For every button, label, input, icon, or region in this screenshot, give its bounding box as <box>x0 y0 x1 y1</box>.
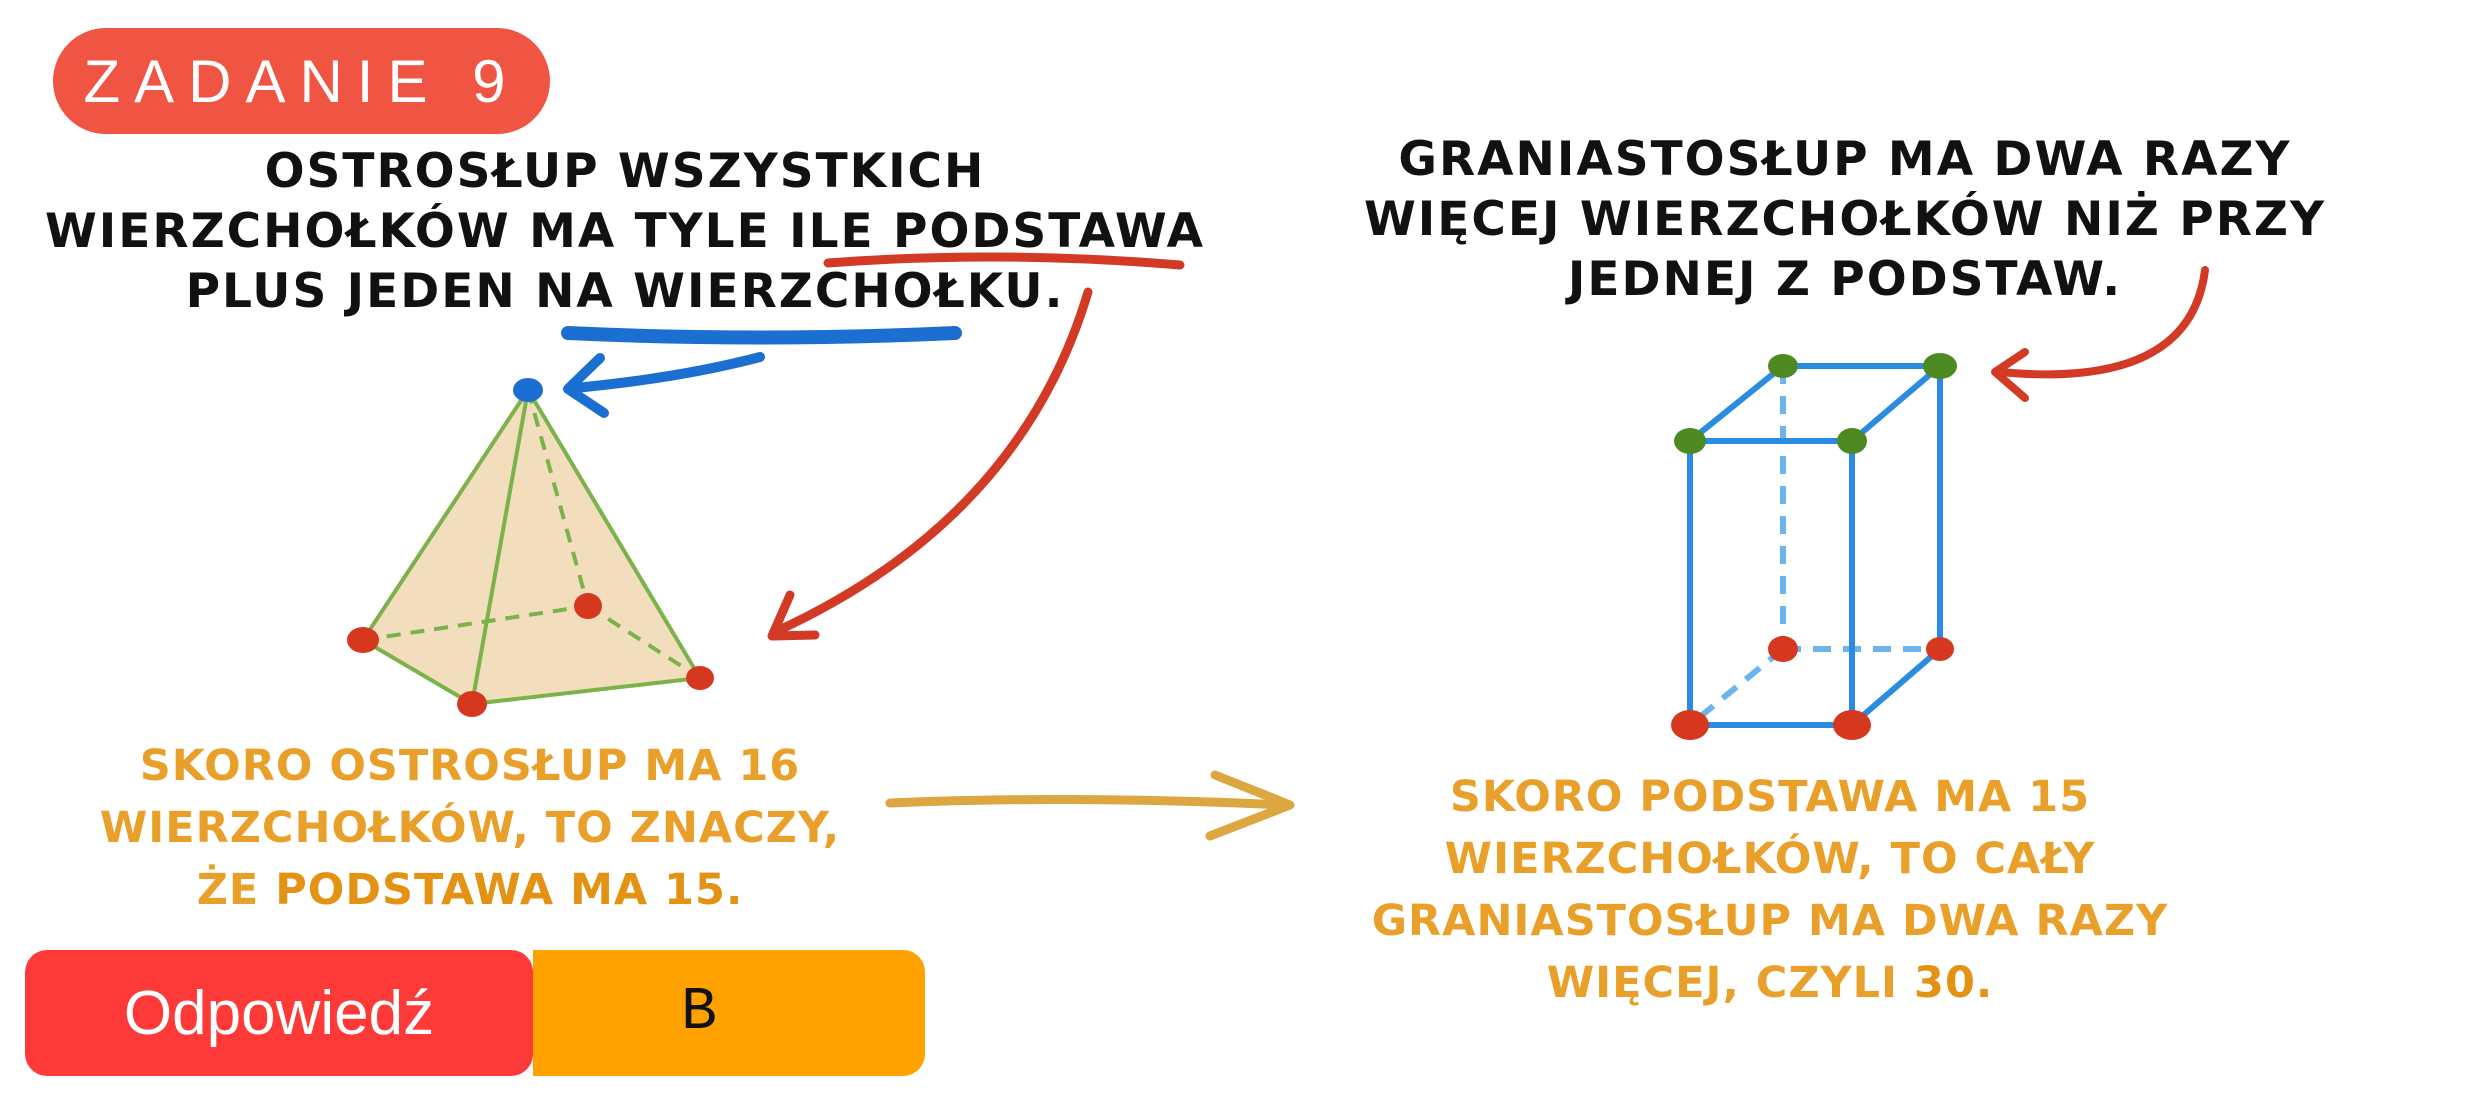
task-badge: ZADANIE 9 <box>53 28 550 134</box>
prism-top-vertex <box>1768 354 1798 378</box>
pyramid-conclusion-line: WIERZCHOŁKÓW, TO ZNACZY, <box>99 803 841 853</box>
pyramid-hidden-edge <box>526 389 590 607</box>
prism-note-line: WIĘCEJ WIERZCHOŁKÓW NIŻ PRZY <box>1363 192 2327 247</box>
pyramid-edge <box>470 389 530 705</box>
pyramid-conclusion-line: ŻE PODSTAWA MA 15. <box>70 859 870 921</box>
pyramid-hidden-edge <box>362 604 589 642</box>
pyramid-base-vertex <box>457 691 487 717</box>
pyramid-note-line: WIERZCHOŁKÓW MA TYLE ILE PODSTAWA <box>44 204 1206 259</box>
prism-bottom-vertex <box>1671 710 1709 740</box>
prism-note-line: JEDNEJ Z PODSTAW. <box>1567 252 2123 307</box>
prism-note-line: GRANIASTOSŁUP MA DWA RAZY <box>1398 132 2292 187</box>
answer-box: Odpowiedź B <box>25 950 925 1076</box>
prism-conclusion-line: GRANIASTOSŁUP MA DWA RAZY <box>1371 896 2169 946</box>
pyramid-apex-vertex <box>513 378 543 402</box>
prism-conclusion-line: SKORO PODSTAWA MA 15 <box>1449 772 2091 822</box>
wierzcholek-underline <box>561 326 962 345</box>
pyramid-base-vertex <box>574 593 602 619</box>
prism-note: GRANIASTOSŁUP MA DWA RAZY WIĘCEJ WIERZCH… <box>1330 130 2360 310</box>
prism-bottom-vertex <box>1833 710 1871 740</box>
blue-arrowhead <box>563 353 609 418</box>
pyramid-note: OSTROSŁUP WSZYSTKICH WIERZCHOŁKÓW MA TYL… <box>20 142 1230 322</box>
prism-bottom-vertex <box>1768 636 1798 662</box>
prism-top-face <box>1688 363 1943 444</box>
pyramid-base-vertex <box>347 627 379 653</box>
answer-value: B <box>533 950 925 1076</box>
pyramid-conclusion-highlight: PODSTAWA MA 15. <box>275 865 744 915</box>
prism-conclusion-prefix: WIĘCEJ, CZYLI <box>1546 958 1899 1008</box>
prism-bottom-vertex <box>1926 637 1954 661</box>
prism-top-vertex <box>1674 428 1706 454</box>
prism-top-vertex <box>1837 428 1867 454</box>
prism-conclusion-highlight: 30. <box>1914 958 1994 1008</box>
prism-top-vertex <box>1923 353 1957 379</box>
pyramid-face <box>360 386 704 707</box>
red-arrowhead-prism <box>1991 348 2029 402</box>
prism-conclusion-line: WIĘCEJ, CZYLI 30. <box>1350 952 2190 1014</box>
blue-arrow <box>570 352 765 393</box>
pyramid-conclusion: SKORO OSTROSŁUP MA 16 WIERZCHOŁKÓW, TO Z… <box>70 735 870 921</box>
prism-edge <box>1850 646 1942 728</box>
prism-hidden-edge <box>1688 646 1785 728</box>
pyramid-note-line: OSTROSŁUP WSZYSTKICH <box>264 144 986 199</box>
pyramid-conclusion-prefix: ŻE <box>196 865 260 915</box>
pyramid-note-line: PLUS JEDEN NA WIERZCHOŁKU. <box>185 264 1065 319</box>
podstawa-underline <box>823 252 1185 270</box>
red-arrow-prism <box>1996 266 2209 379</box>
prism-conclusion-line: WIERZCHOŁKÓW, TO CAŁY <box>1444 834 2096 884</box>
answer-label: Odpowiedź <box>25 950 533 1076</box>
red-arrow-pyramid <box>770 287 1093 637</box>
yellow-arrow <box>885 794 1290 810</box>
pyramid-figure <box>347 378 714 717</box>
yellow-arrowhead <box>1205 770 1295 841</box>
pyramid-conclusion-line: SKORO OSTROSŁUP MA 16 <box>139 741 801 791</box>
red-arrowhead-pyramid <box>767 590 820 641</box>
pyramid-base-vertex <box>686 666 714 690</box>
prism-conclusion: SKORO PODSTAWA MA 15 WIERZCHOŁKÓW, TO CA… <box>1350 766 2190 1014</box>
prism-figure <box>1671 353 1957 740</box>
